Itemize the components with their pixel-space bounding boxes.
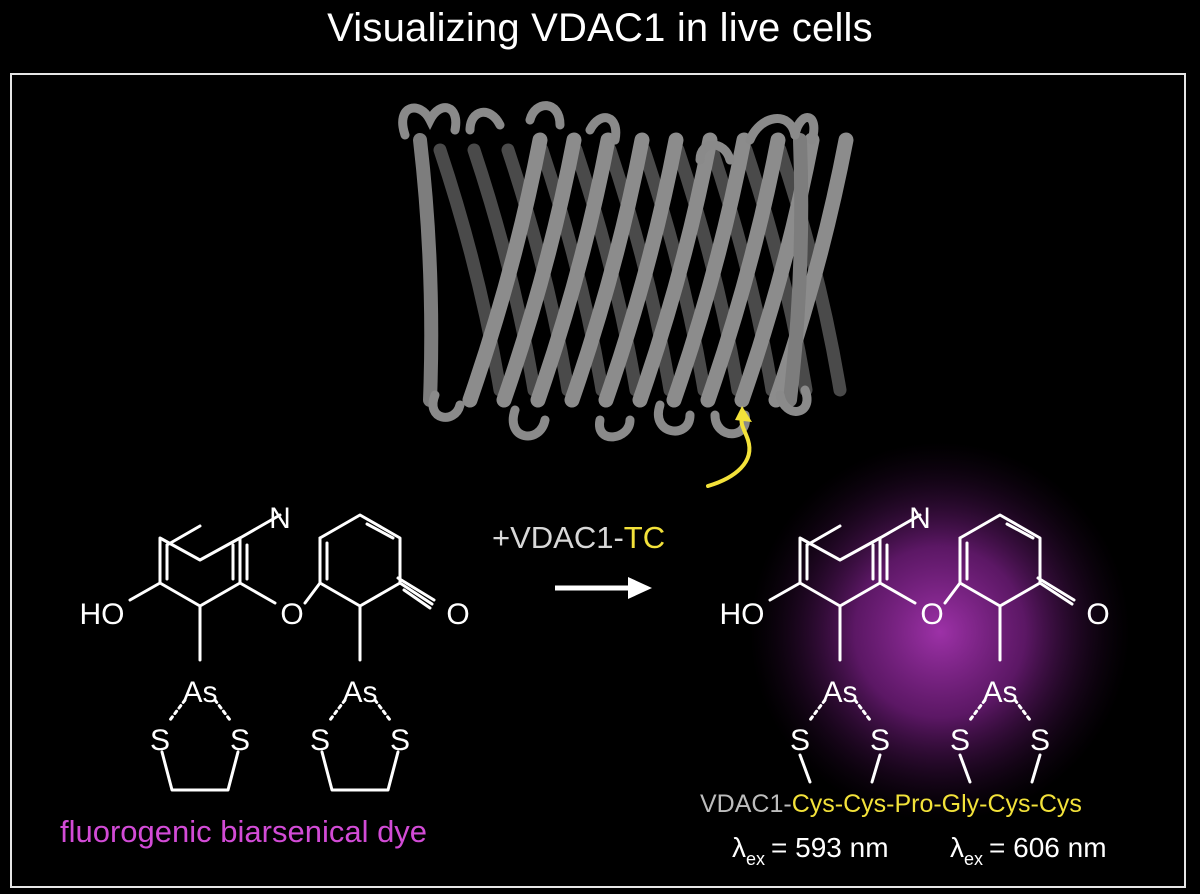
atom-O-ring: O [280, 598, 303, 631]
atom-O-keto: O [446, 598, 469, 631]
reagent-label: +VDAC1-TC [492, 520, 665, 555]
tc-tag-arrow [706, 406, 752, 488]
atom-S-2: S [870, 724, 890, 757]
excitation-1: λex= 593 nm [732, 832, 889, 869]
barrel-back-strand [433, 143, 507, 397]
reaction-arrow [555, 577, 652, 599]
dye-structure-left [128, 513, 436, 792]
fluorescence-glow [750, 442, 1130, 822]
barrel-edge-strand [413, 133, 439, 407]
barrel-edge-strand [783, 133, 809, 407]
dye-name-label: fluorogenic biarsenical dye [60, 814, 427, 849]
atom-O-keto: O [1086, 598, 1109, 631]
barrel-front-strand [666, 132, 752, 408]
vdac1-protein-structure [398, 101, 854, 442]
excitation-2: λex= 606 nm [950, 832, 1107, 869]
atom-HO: HO [80, 598, 125, 631]
atom-As-1: As [822, 676, 857, 709]
atom-As-1: As [182, 676, 217, 709]
dye-structure-right [768, 513, 1076, 784]
atom-S-1: S [150, 724, 170, 757]
atom-As-2: As [982, 676, 1017, 709]
excitation-wavelengths: λex= 593 nm λex= 606 nm [732, 832, 1107, 869]
atom-HO: HO [720, 598, 765, 631]
atom-S-2: S [230, 724, 250, 757]
barrel-front-strand [462, 132, 548, 408]
barrel-front-strand [598, 132, 684, 408]
atom-S-3: S [950, 724, 970, 757]
atom-N: N [909, 502, 931, 535]
barrel-front-strand [496, 132, 582, 408]
barrel-front-strand [632, 132, 718, 408]
barrel-front-strand [700, 132, 786, 408]
atom-N: N [269, 502, 291, 535]
atom-S-4: S [1030, 724, 1050, 757]
barrel-top-loops [398, 101, 819, 165]
atom-S-3: S [310, 724, 330, 757]
atom-S-1: S [790, 724, 810, 757]
atom-As-2: As [342, 676, 377, 709]
dye-right-atoms: N O O HO As As S S S S [720, 502, 1110, 757]
page-title: Visualizing VDAC1 in live cells [327, 6, 873, 50]
barrel-front-strand [564, 132, 650, 408]
figure-frame [10, 73, 1186, 888]
atom-O-ring: O [920, 598, 943, 631]
atom-S-4: S [390, 724, 410, 757]
barrel-front-strand [530, 132, 616, 408]
dye-left-atoms: N O O HO As As S S S S [80, 502, 470, 757]
barrel-bottom-loops [428, 385, 812, 442]
peptide-sequence: VDAC1-Cys-Cys-Pro-Gly-Cys-Cys [700, 790, 1082, 818]
